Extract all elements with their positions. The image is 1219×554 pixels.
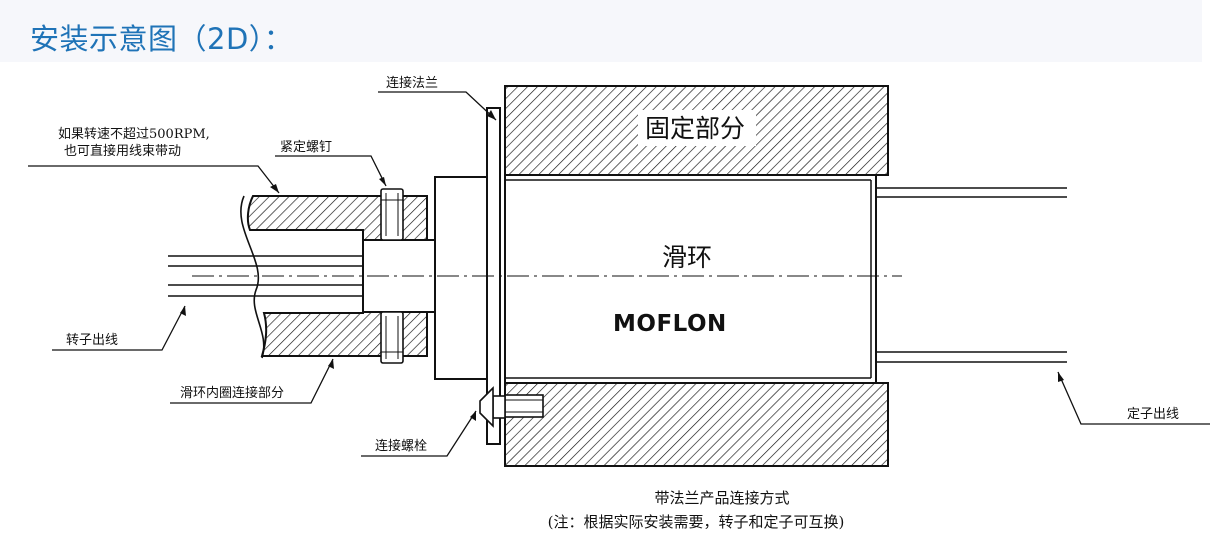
set-screw-top xyxy=(380,188,404,241)
label-speed-note-line1: 如果转速不超过500RPM, xyxy=(58,126,210,142)
fixed-part-bottom-hatch xyxy=(504,382,889,467)
slip-ring-body xyxy=(504,174,877,384)
page-title: 安装示意图（2D）： xyxy=(30,22,294,56)
set-screw-bottom xyxy=(380,311,404,364)
caption-line-2: (注：根据实际安装需要，转子和定子可互换) xyxy=(548,513,845,531)
label-slip-ring: 滑环 xyxy=(662,243,712,272)
break-line xyxy=(240,195,265,359)
brand-logo-moflon: MOFLON xyxy=(613,311,727,337)
leader-lines xyxy=(28,91,1210,457)
label-connecting-flange: 连接法兰 xyxy=(386,75,438,91)
leader-arrowheads xyxy=(180,110,1064,421)
fixed-part-label-bg xyxy=(638,110,756,146)
flange-rotor-hub xyxy=(434,176,488,380)
connecting-bolt xyxy=(479,386,544,428)
label-fixed-part: 固定部分 xyxy=(645,114,745,143)
caption-line-1: 带法兰产品连接方式 xyxy=(654,489,789,507)
label-inner-ring-connection: 滑环内圈连接部分 xyxy=(180,385,284,401)
label-connecting-bolt: 连接螺栓 xyxy=(375,438,427,454)
stator-lead-wires xyxy=(876,187,1067,363)
label-rotor-leads: 转子出线 xyxy=(66,333,118,348)
rotor-lead-wires xyxy=(168,255,363,297)
label-speed-note-line2: 也可直接用线束带动 xyxy=(64,143,181,159)
label-stator-leads: 定子出线 xyxy=(1127,407,1179,422)
label-set-screw: 紧定螺钉 xyxy=(280,140,332,155)
header-bar: 安装示意图（2D）： xyxy=(0,0,1202,62)
